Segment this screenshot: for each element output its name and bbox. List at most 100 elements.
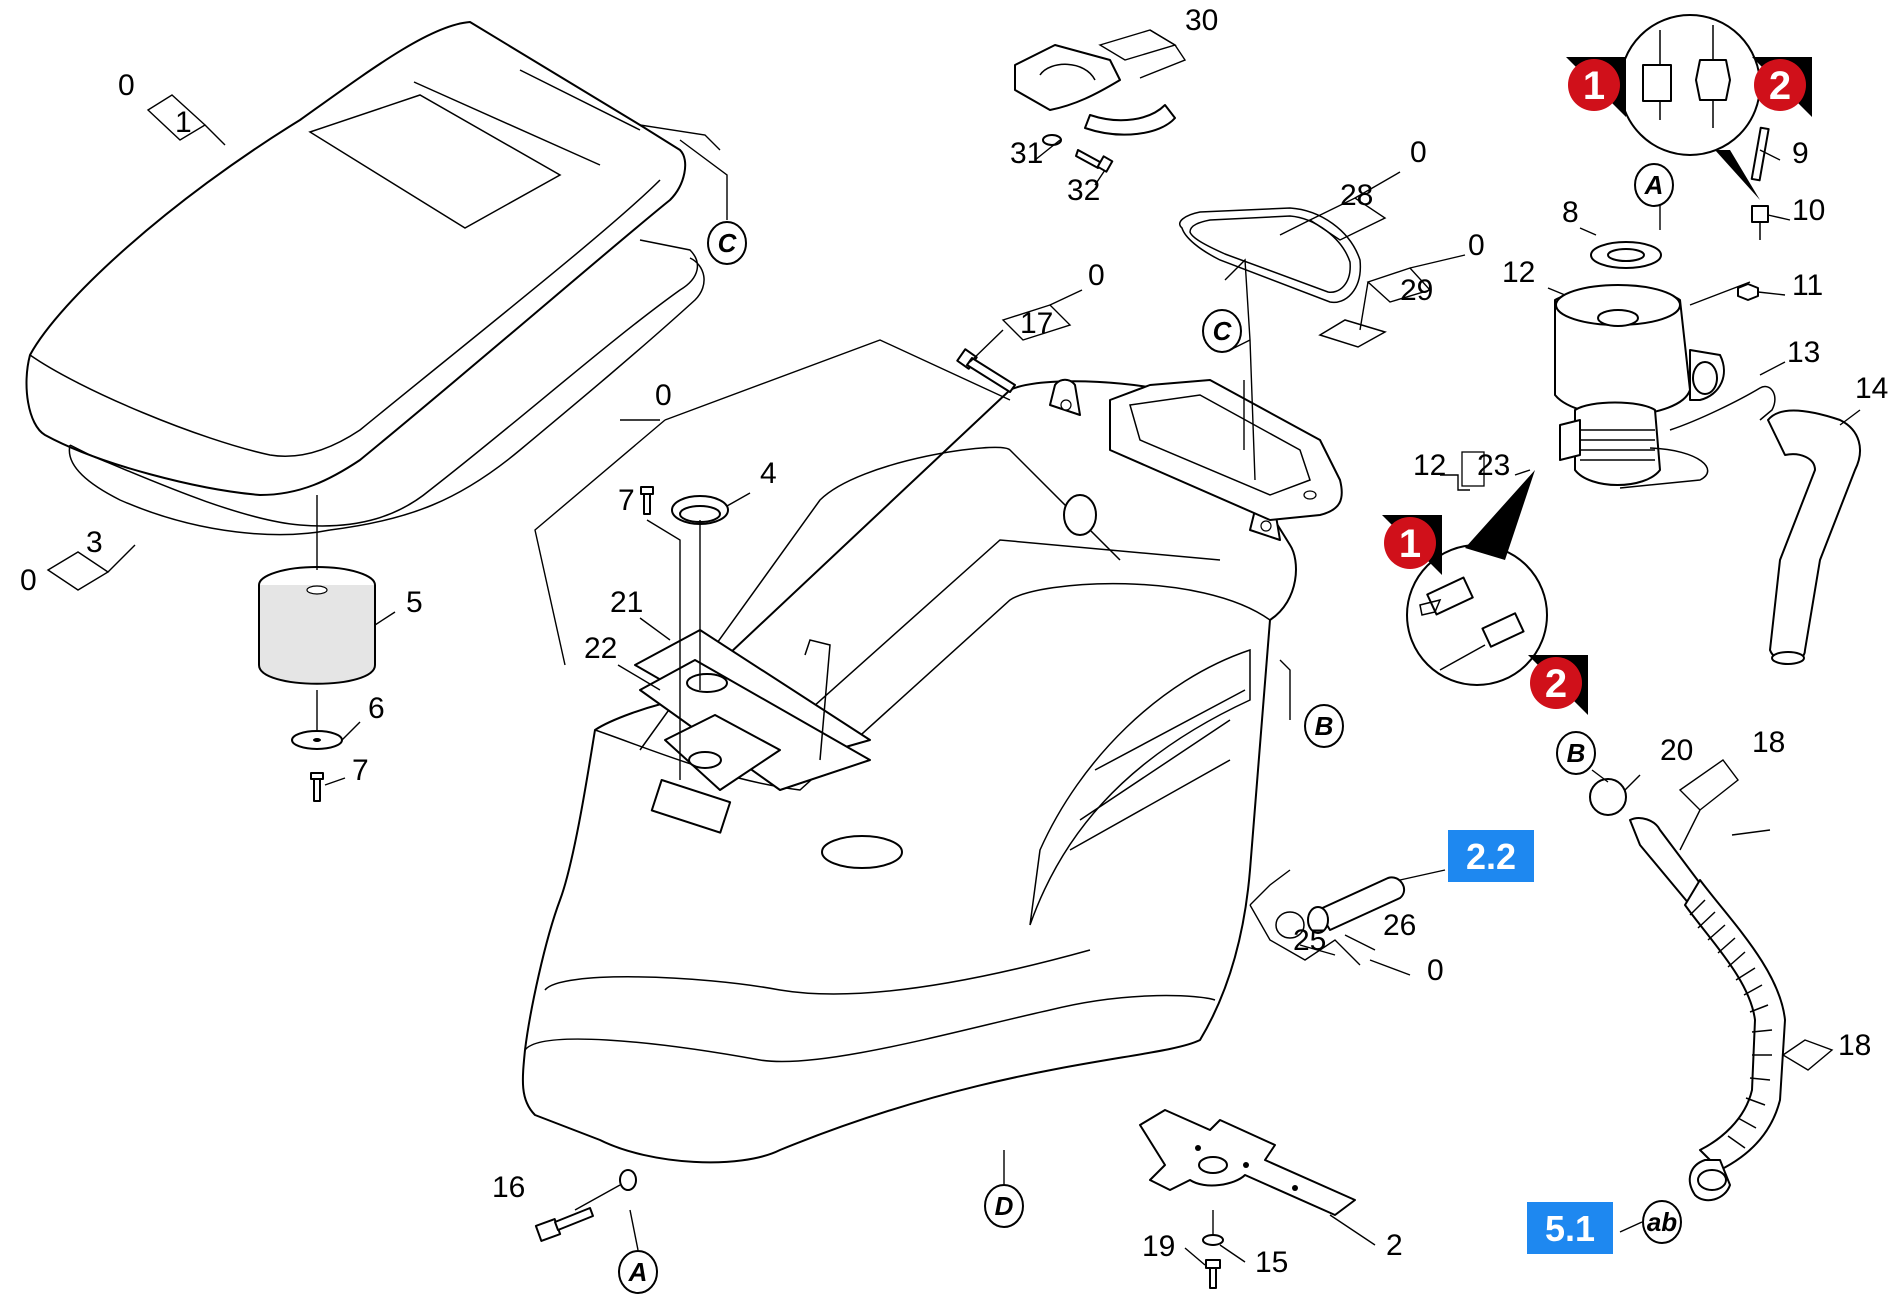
- badge-number: 2: [1545, 662, 1567, 706]
- reference-label: 5.1: [1545, 1208, 1595, 1249]
- part-label-l11: 11: [1792, 269, 1823, 302]
- part-label-l17: 17: [1020, 307, 1053, 340]
- part-label-l1: 1: [175, 106, 192, 139]
- connector-letter: C: [718, 228, 738, 258]
- connector-letter: A: [628, 1257, 648, 1287]
- washer-15: [1202, 1234, 1224, 1246]
- part-label-l3: 3: [86, 526, 103, 559]
- part-label-l16: 16: [492, 1171, 525, 1204]
- part-label-l12b: 12: [1413, 449, 1446, 482]
- screw-19: [1205, 1259, 1221, 1289]
- part-label-l21: 21: [610, 586, 643, 619]
- screw-7-center: [640, 486, 654, 515]
- connector-markers: A A B B C C Dab: [618, 163, 1682, 1294]
- badge-b1top: 1: [1566, 57, 1626, 117]
- badge-b2mid: 2: [1528, 655, 1588, 715]
- detail-bubble-carbon-brush: [1406, 470, 1548, 686]
- connector-cc1: C: [707, 221, 747, 265]
- connector-letter: B: [1315, 711, 1334, 741]
- part-label-l0a: 0: [118, 69, 135, 102]
- badge-number: 1: [1583, 64, 1605, 108]
- part-label-l0g: 0: [1427, 954, 1444, 987]
- part-label-l5: 5: [406, 586, 423, 619]
- screw-32: [1075, 149, 1114, 173]
- label-plate-29: [1318, 319, 1387, 348]
- connector-cc2: C: [1202, 309, 1242, 353]
- part-label-l18a: 18: [1752, 726, 1785, 759]
- part-label-l8: 8: [1562, 196, 1579, 229]
- part-label-l22: 22: [584, 632, 617, 665]
- bolt-9: [1750, 126, 1770, 182]
- connector-cb2: B: [1556, 731, 1596, 775]
- part-label-l14: 14: [1855, 372, 1888, 405]
- hose-14: [1767, 409, 1861, 665]
- part-label-l0e: 0: [1088, 259, 1105, 292]
- detail-bubble-damper: [1619, 14, 1761, 200]
- lid-frame: [1109, 379, 1343, 521]
- badge-number: 1: [1399, 522, 1421, 566]
- lid-seal-28: [1179, 207, 1362, 304]
- connector-cab: ab: [1642, 1200, 1682, 1244]
- connector-letter: B: [1567, 738, 1586, 768]
- part-label-l6: 6: [368, 692, 385, 725]
- part-label-l9: 9: [1792, 137, 1809, 170]
- part-label-l28: 28: [1340, 179, 1373, 212]
- part-label-l13: 13: [1787, 336, 1820, 369]
- filter-plate-21-22: [634, 629, 871, 791]
- hood-cover: [25, 21, 687, 496]
- reference-ref51[interactable]: 5.1: [1527, 1202, 1613, 1254]
- washer-6: [291, 730, 343, 750]
- hood-gasket: [68, 239, 705, 536]
- part-label-l31: 31: [1010, 137, 1043, 170]
- reference-label: 2.2: [1466, 836, 1516, 877]
- part-label-l26: 26: [1383, 909, 1416, 942]
- part-label-l19: 19: [1142, 1230, 1175, 1263]
- part-label-l30: 30: [1185, 4, 1218, 37]
- part-label-l0d: 0: [1468, 229, 1485, 262]
- screw-16: [534, 1169, 637, 1242]
- connector-ca1: A: [1634, 163, 1674, 207]
- ring-4: [671, 495, 729, 525]
- suction-motor-12: [1554, 284, 1725, 489]
- part-label-l7b: 7: [618, 484, 635, 517]
- part-label-l2: 2: [1386, 1229, 1403, 1262]
- connector-letter: C: [1213, 316, 1233, 346]
- part-label-l29: 29: [1400, 274, 1433, 307]
- filter-cartridge: [258, 566, 376, 685]
- filter-tube-26: [1307, 876, 1406, 934]
- part-label-l25: 25: [1293, 924, 1326, 957]
- part-23-box: [1461, 451, 1485, 487]
- part-label-l0c: 0: [1410, 136, 1427, 169]
- connector-letter: D: [995, 1191, 1014, 1221]
- screw-7-left: [310, 772, 324, 802]
- badge-b1mid: 1: [1382, 515, 1442, 575]
- connector-ca2: A: [618, 1250, 658, 1294]
- damper-10: [1751, 205, 1769, 240]
- part-label-l20: 20: [1660, 734, 1693, 767]
- part-label-l7a: 7: [352, 754, 369, 787]
- connector-letter: A: [1644, 170, 1664, 200]
- part-label-l10: 10: [1792, 194, 1825, 227]
- connector-cd: D: [984, 1184, 1024, 1228]
- gasket-ring-8: [1590, 241, 1662, 269]
- reference-boxes: 2.2 5.1: [1448, 830, 1613, 1254]
- leader-lines: [46, 29, 1861, 1266]
- mounting-plate-2: [1139, 1109, 1356, 1216]
- badge-b2top: 2: [1752, 57, 1812, 117]
- part-label-l23: 23: [1477, 449, 1510, 482]
- washer-31: [1042, 134, 1062, 146]
- clip-13: [1669, 385, 1776, 431]
- tank-body: [521, 378, 1297, 1164]
- part-label-l32: 32: [1067, 174, 1100, 207]
- suction-hose-18: [1589, 778, 1786, 1202]
- reference-ref22[interactable]: 2.2: [1448, 830, 1534, 882]
- connector-letter: ab: [1647, 1207, 1677, 1237]
- screw-17: [956, 348, 1016, 393]
- nut-11: [1737, 283, 1759, 301]
- badge-number: 2: [1769, 64, 1791, 108]
- part-label-l12a: 12: [1502, 256, 1535, 289]
